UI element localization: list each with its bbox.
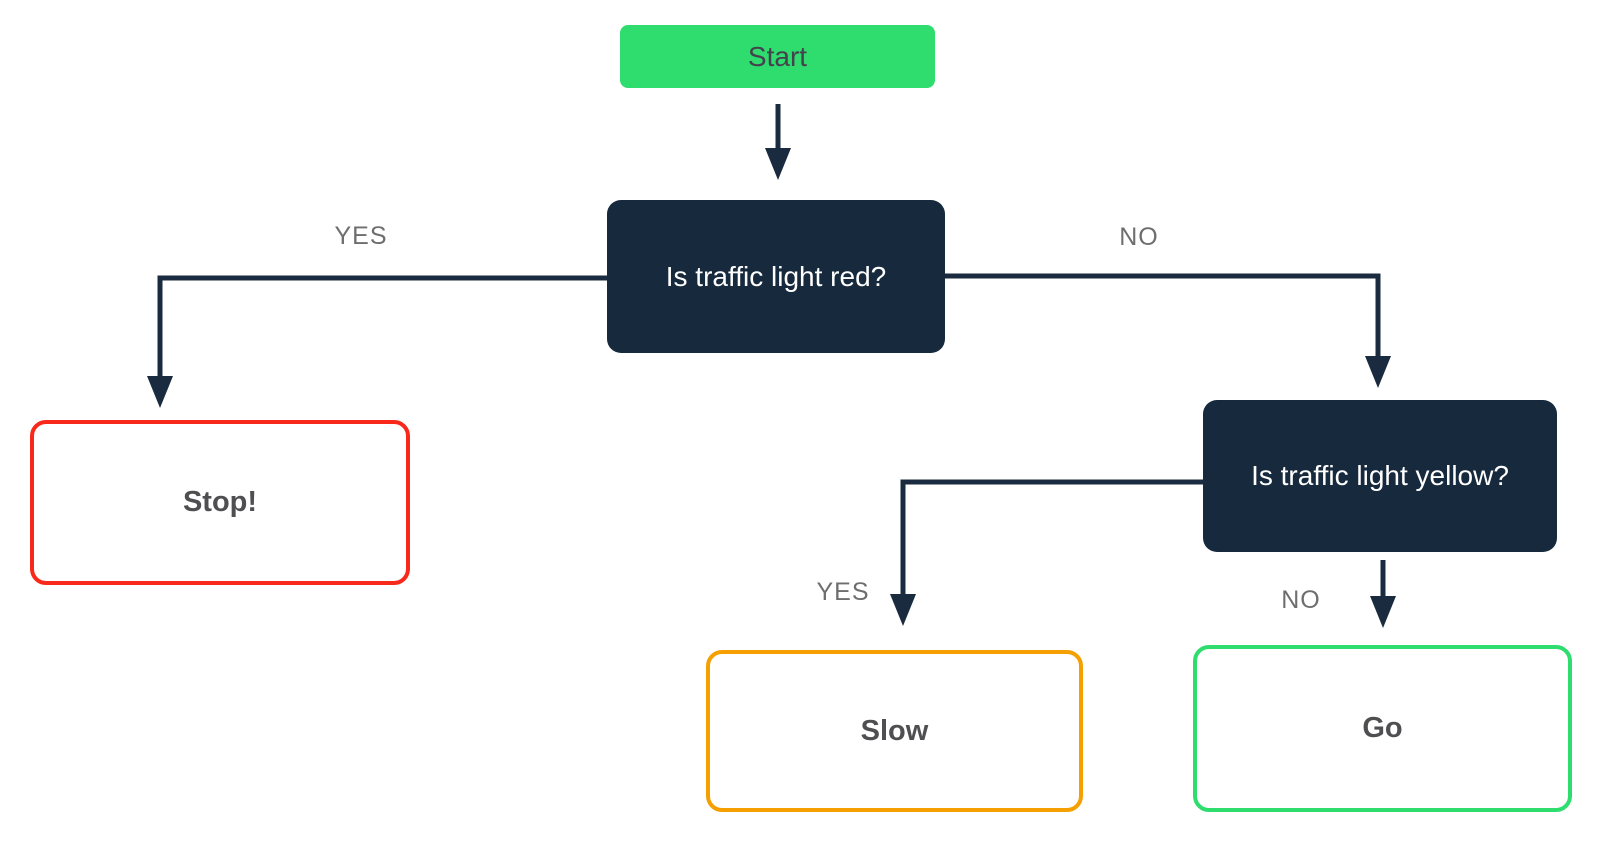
arrowhead-red-yes	[147, 376, 173, 408]
node-question-red: Is traffic light red?	[607, 200, 945, 353]
arrowhead-red-no	[1365, 356, 1391, 388]
arrowhead-yellow-yes	[890, 594, 916, 626]
node-go: Go	[1193, 645, 1572, 812]
edge-label-red-yes: YES	[334, 222, 388, 250]
edge-yellow-yes	[900, 479, 1203, 596]
node-start-label: Start	[747, 40, 808, 72]
edge-red-no	[945, 273, 1381, 358]
node-start: Start	[620, 25, 935, 88]
node-question-red-label: Is traffic light red?	[665, 260, 887, 292]
edge-red-yes	[157, 275, 607, 378]
arrowhead-start-to-red	[765, 148, 791, 180]
node-stop-label: Stop!	[182, 486, 258, 518]
edge-label-red-no: NO	[1119, 223, 1159, 251]
node-question-yellow: Is traffic light yellow?	[1203, 400, 1557, 552]
node-go-label: Go	[1362, 712, 1403, 744]
node-slow: Slow	[706, 650, 1083, 812]
node-question-yellow-label: Is traffic light yellow?	[1251, 460, 1509, 491]
node-slow-label: Slow	[860, 714, 929, 747]
edge-label-yellow-yes: YES	[816, 578, 870, 606]
node-stop: Stop!	[30, 420, 410, 585]
arrowhead-yellow-no	[1370, 596, 1396, 628]
edge-label-yellow-no: NO	[1281, 586, 1321, 614]
